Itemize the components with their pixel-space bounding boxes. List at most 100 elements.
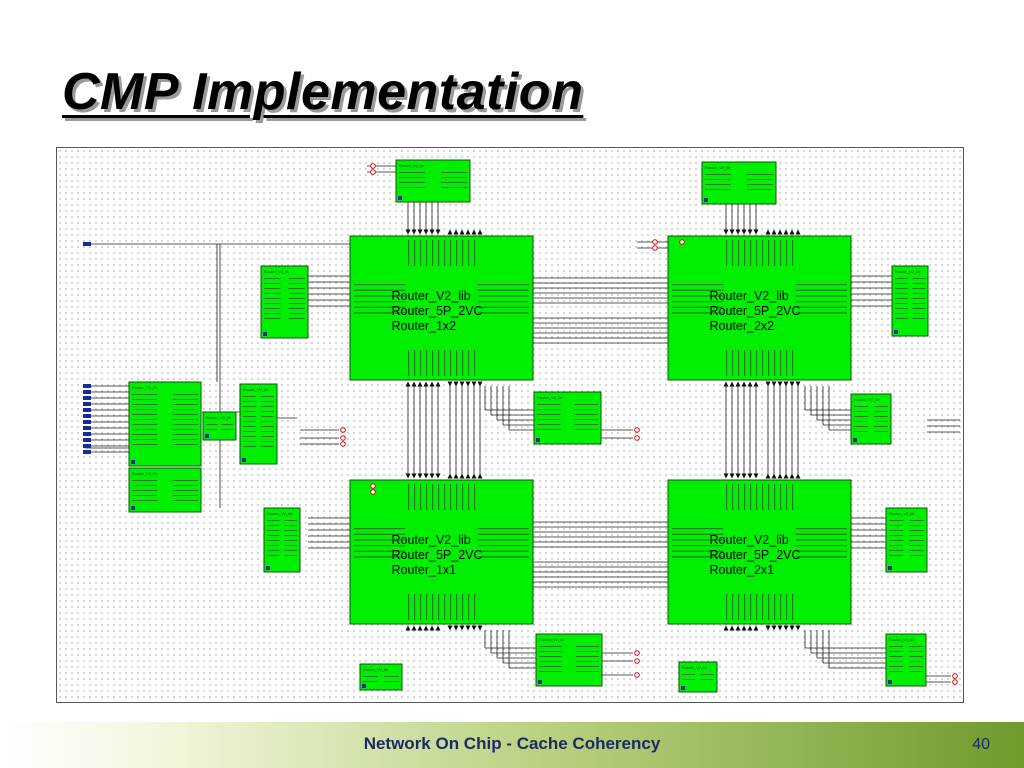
pin-text: [432, 240, 434, 266]
pin-text: [705, 189, 731, 190]
pin-text: [744, 240, 746, 266]
pin-text: [441, 187, 467, 188]
pin-text: [750, 240, 752, 266]
module-label: Router_V2_lib: [889, 637, 915, 642]
io-port: [370, 169, 376, 175]
pin-text: [909, 525, 924, 526]
pin-text: [414, 484, 416, 510]
pin-text: [456, 350, 458, 376]
pin-text: [264, 298, 281, 299]
pin-text: [441, 172, 467, 173]
pin-text: [672, 306, 724, 308]
pin-text: [264, 293, 281, 294]
pin-text: [780, 594, 782, 620]
pin-text: [264, 313, 281, 314]
module-rect: [533, 391, 602, 445]
pin-text: [705, 179, 731, 180]
module-rect: [535, 633, 603, 687]
pin-text: [243, 436, 256, 437]
module-corner-mark: [704, 198, 708, 202]
pin-text: [132, 490, 158, 491]
pin-text: [795, 539, 847, 541]
bus-arrow: [771, 625, 777, 631]
pin-text: [909, 555, 924, 556]
bus-arrow: [465, 381, 471, 387]
bus-arrow: [795, 381, 801, 387]
pin-text: [889, 540, 904, 541]
pin-text: [172, 409, 198, 410]
router-label: Router_2x2: [710, 319, 775, 333]
pin-text: [267, 555, 280, 556]
pin-text: [912, 293, 925, 294]
module-block: Router_V2_lib: [701, 161, 777, 205]
bus-arrow: [465, 473, 471, 479]
module-corner-mark: [888, 680, 892, 684]
bus-arrow: [471, 229, 477, 235]
pin-text: [432, 594, 434, 620]
pin-text: [408, 350, 410, 376]
router-label: Router_V2_lib: [392, 289, 471, 303]
bus-port: [83, 408, 91, 412]
pin-text: [726, 240, 728, 266]
pin-text: [539, 656, 563, 657]
bus-arrow: [411, 473, 417, 479]
pin-text: [912, 313, 925, 314]
pin-text: [132, 485, 158, 486]
bus-arrow: [447, 229, 453, 235]
bus-port: [83, 444, 91, 448]
pin-text: [912, 298, 925, 299]
pin-text: [288, 288, 305, 289]
bus-arrow: [735, 381, 741, 387]
pin-text: [172, 424, 198, 425]
pin-text: [726, 594, 728, 620]
pin-text: [889, 646, 903, 647]
block-layer: Router_V2_libRouter_5P_2VCRouter_1x2Rout…: [128, 159, 929, 693]
pin-text: [705, 184, 731, 185]
bus-arrow: [453, 229, 459, 235]
pin-text: [747, 179, 773, 180]
pin-text: [426, 240, 428, 266]
pin-text: [288, 308, 305, 309]
bus-port: [83, 396, 91, 400]
pin-text: [264, 288, 281, 289]
module-corner-mark: [131, 460, 135, 464]
pin-text: [243, 401, 256, 402]
pin-text: [261, 406, 274, 407]
bus-arrow: [417, 229, 423, 235]
pin-text: [889, 535, 904, 536]
pin-text: [132, 414, 158, 415]
pin-text: [132, 480, 158, 481]
bus-arrow: [777, 381, 783, 387]
pin-text: [450, 594, 452, 620]
pin-text: [539, 651, 563, 652]
pin-text: [889, 520, 904, 521]
io-port: [652, 239, 658, 245]
pin-text: [762, 484, 764, 510]
pin-text: [574, 414, 598, 415]
module-corner-mark: [263, 332, 267, 336]
bus-arrow: [477, 473, 483, 479]
pin-text: [267, 540, 280, 541]
pin-text: [243, 441, 256, 442]
slide-title: CMP Implementation: [62, 63, 584, 121]
pin-text: [672, 295, 724, 297]
pin-text: [574, 419, 598, 420]
module-corner-mark: [894, 330, 898, 334]
pin-text: [774, 350, 776, 376]
pin-text: [795, 545, 847, 547]
bus-port: [83, 402, 91, 406]
pin-text: [462, 594, 464, 620]
module-block: Router_V2_lib: [128, 381, 202, 467]
pin-text: [477, 550, 529, 552]
pin-text: [438, 350, 440, 376]
pin-text: [672, 545, 724, 547]
pin-text: [909, 530, 924, 531]
pin-text: [243, 416, 256, 417]
module-block: Router_V2_lib: [533, 391, 602, 445]
bus-arrow: [459, 381, 465, 387]
pin-text: [354, 550, 406, 552]
module-label: Router_V2_lib: [243, 387, 269, 392]
pin-text: [462, 350, 464, 376]
